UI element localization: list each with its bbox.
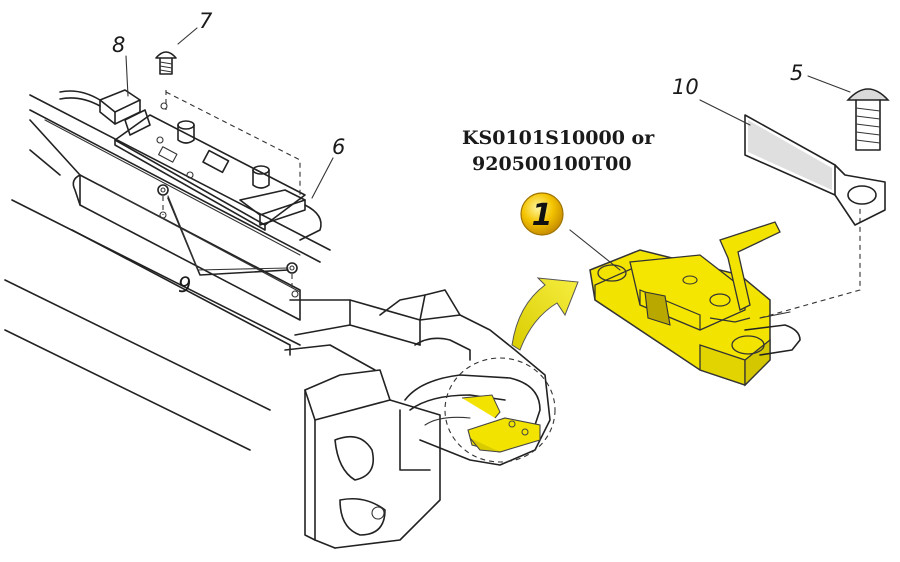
- part-number-line-2: 920500100T00: [472, 153, 632, 175]
- callout-7: 7: [199, 9, 213, 33]
- bracket-10: [744, 114, 886, 226]
- pointer-arrow: [511, 277, 579, 351]
- screw-5: [846, 88, 890, 151]
- switch-installed: [461, 394, 541, 453]
- detail-circle: [444, 357, 556, 463]
- screw-7: [155, 51, 301, 200]
- switch-part-1: [589, 221, 781, 387]
- part-number-line-1: KS0101S10000 or: [462, 127, 655, 149]
- chassis-frame: [4, 94, 551, 549]
- callout-8: 8: [112, 33, 125, 57]
- pcb-board: [114, 114, 306, 231]
- connector-8: [59, 89, 151, 136]
- badge-label: 1: [532, 198, 553, 233]
- callout-10: 10: [672, 75, 699, 99]
- callout-9: 9: [178, 273, 191, 297]
- callout-6: 6: [332, 135, 345, 159]
- part-number-badge: 1: [520, 192, 564, 236]
- callout-5: 5: [790, 61, 803, 85]
- leader-lines: [125, 27, 851, 271]
